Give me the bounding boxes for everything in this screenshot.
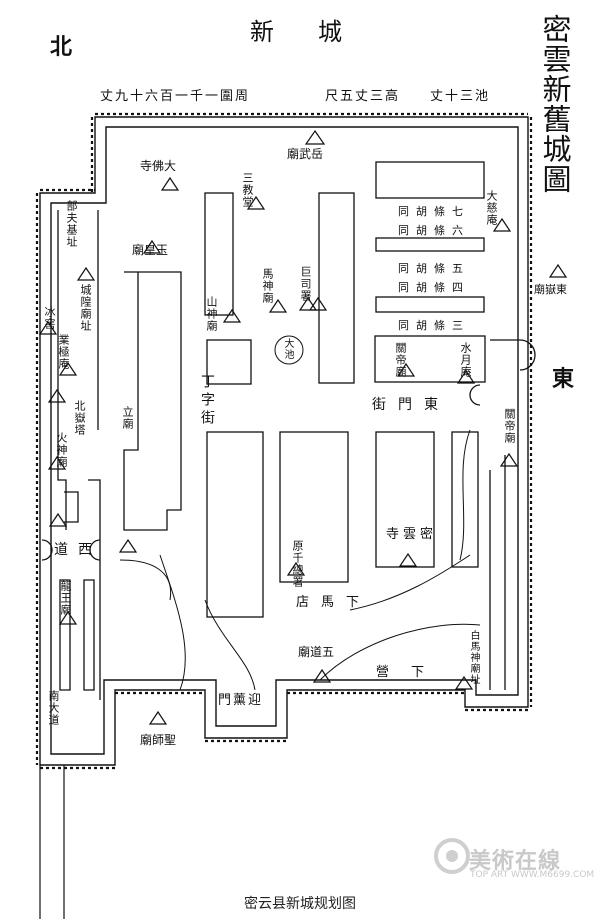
label-lane-7: 七條胡同 bbox=[398, 205, 470, 218]
label-butou-site: 部夫基址 bbox=[65, 200, 78, 248]
label-icehouse: 冰窖 bbox=[43, 306, 56, 330]
label-daci-nunnery: 大慈庵 bbox=[485, 190, 498, 226]
east-mark: 東 bbox=[552, 366, 575, 392]
label-dachi: 大池 bbox=[282, 338, 293, 360]
label-xiama-shop: 下馬店 bbox=[296, 595, 372, 610]
label-yuewu-temple: 岳武廟 bbox=[287, 147, 324, 161]
city-blocks bbox=[123, 161, 486, 618]
north-mark: 北 bbox=[50, 34, 73, 60]
label-siyu-office: 巨司署 bbox=[299, 266, 312, 302]
label-yingxun-gate: 迎薰門 bbox=[218, 693, 264, 708]
label-beishan-pagoda: 北嶽塔 bbox=[73, 400, 86, 436]
watermark-url: TOP ART WWW.M6699.COM bbox=[470, 870, 595, 880]
waterways bbox=[119, 429, 481, 691]
temple-markers bbox=[38, 129, 568, 725]
label-dongyue-temple: 東嶽廟 bbox=[534, 283, 567, 296]
label-liji-temple: 立廟 bbox=[121, 406, 134, 430]
pond-circle bbox=[274, 335, 304, 365]
label-lane-3: 三條胡同 bbox=[398, 319, 470, 332]
label-shanshen-temple: 山神廟 bbox=[205, 296, 218, 332]
label-xiaying: 下營 bbox=[376, 665, 447, 680]
label-sanjiao-hall: 三教堂 bbox=[241, 172, 254, 208]
label-qiutan-nunnery: 業極庵 bbox=[57, 334, 70, 370]
label-dongmen-street: 東門街 bbox=[372, 397, 450, 413]
label-huoshen-temple: 火神廟 bbox=[55, 432, 68, 468]
label-shengshi-temple: 聖師廟 bbox=[140, 733, 177, 747]
label-lane-4: 四條胡同 bbox=[398, 281, 470, 294]
wall-crenels bbox=[35, 112, 533, 770]
label-lane-5: 五條胡同 bbox=[398, 262, 470, 275]
label-mashen-temple: 馬神廟 bbox=[261, 268, 274, 304]
label-east-guandi-temple: 關帝廟 bbox=[503, 408, 516, 444]
label-guandi-temple: 關帝廟 bbox=[394, 342, 407, 378]
label-lane-6: 六條胡同 bbox=[398, 224, 470, 237]
watermark-brand: 美術在線 bbox=[469, 849, 562, 874]
label-baima-temple: 白馬神廟址 bbox=[468, 630, 479, 685]
map-title: 密雲新舊城圖 bbox=[538, 14, 572, 194]
label-yuhuang-temple: 玉皇廟 bbox=[132, 243, 169, 257]
west-annex-walls bbox=[41, 210, 101, 700]
figure-caption: 密云县新城规划图 bbox=[244, 896, 356, 912]
label-shuiyin-nunnery: 水月庵 bbox=[459, 342, 472, 378]
label-dafo-temple: 大佛寺 bbox=[140, 159, 177, 173]
top-heading: 新城 bbox=[250, 18, 386, 46]
office-marker bbox=[298, 296, 328, 311]
wall-measure-mid: 高三丈五尺 bbox=[325, 89, 401, 104]
city-wall bbox=[39, 116, 529, 766]
south-road bbox=[39, 765, 65, 919]
label-west-gate: 西道 bbox=[54, 542, 102, 558]
label-south-road: 南大道 bbox=[47, 690, 60, 726]
label-qiyan-site: 城隍廟址 bbox=[79, 284, 92, 332]
wall-measure-west: 周圍一千一百六十九丈 bbox=[100, 89, 251, 104]
east-gate-structure bbox=[469, 339, 536, 690]
label-yuanjing-office: 原千總署 bbox=[291, 540, 304, 588]
label-miyun-temple: 密雲寺 bbox=[386, 527, 438, 542]
watermark-logo-icon bbox=[434, 838, 470, 874]
wall-measure-east: 池三十丈 bbox=[430, 89, 491, 104]
label-dingzi-street: 丁字街 bbox=[199, 374, 215, 428]
label-wudao-temple: 五道廟 bbox=[298, 645, 335, 659]
label-longwang-temple: 龍王廟 bbox=[59, 580, 72, 616]
